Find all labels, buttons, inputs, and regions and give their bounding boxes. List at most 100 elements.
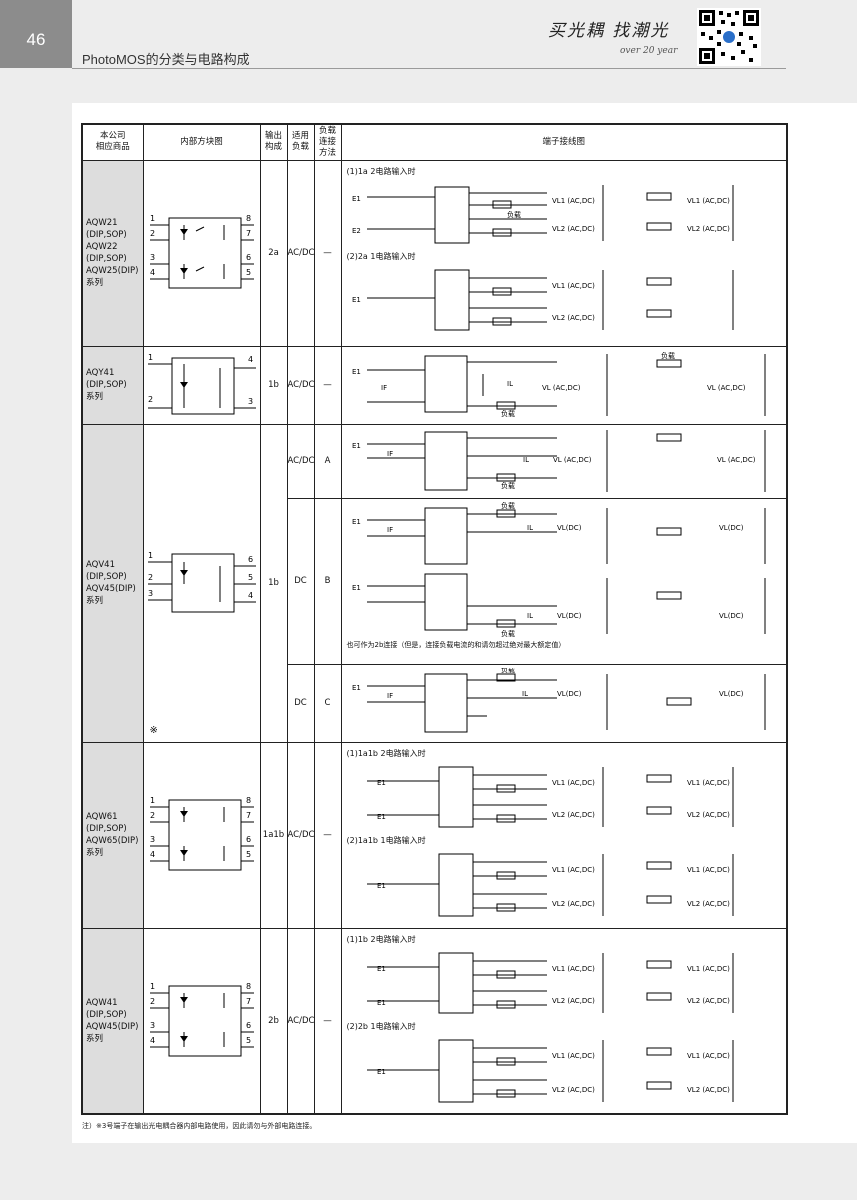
load-cell: DC [286,497,315,665]
header-wiring: 端子接线图 [340,123,788,161]
svg-text:2: 2 [148,573,153,582]
vl-label-2: VL (AC,DC) [707,384,746,392]
il-label: IL [523,456,529,464]
output-cell: 1b [259,345,288,425]
vl2-label: VL2 (AC,DC) [552,811,595,819]
svg-text:8: 8 [246,982,251,991]
wiring-diagram: E1 E1 VL1 (AC,DC) VL2 (AC,DC) VL1 (AC,DC… [366,952,733,1013]
page-number-box: 46 [0,0,72,68]
product-cell: AQW61 (DIP,SOP) AQW65(DIP) 系列 [81,741,144,929]
e1-label: E1 [377,965,386,973]
brand-slogan-sub: over 20 year [620,46,678,56]
wiring-diagram: E1 IF IL VL (AC,DC) 负载 VL (AC,DC) [352,429,765,492]
load-label: 负载 [501,668,515,674]
method-cell: A [313,423,342,499]
vl-dc-label: VL(DC) [557,524,582,532]
vl1-label-3: VL1 (AC,DC) [552,1052,595,1060]
load-label-2: 负载 [501,629,515,638]
e1-label-b: E1 [377,813,386,821]
svg-text:7: 7 [246,997,251,1006]
vl1-label: VL1 (AC,DC) [552,965,595,973]
page-title: PhotoMOS的分类与电路构成 [82,52,250,67]
svg-text:8: 8 [246,214,251,223]
load-cell: DC [286,663,315,743]
wiring-subtitle-2: (2)1a1b 1电路输入时 [346,835,426,845]
il-label: IL [522,690,528,698]
vl1-label: VL1 (AC,DC) [552,197,595,205]
wiring-diagram-2: E1 IL VL(DC) 负载 VL(DC) [352,573,765,638]
load-cell: AC/DC [286,159,315,347]
e1-label: E1 [352,368,361,376]
svg-text:4: 4 [150,1036,155,1045]
vl2-label-2: VL2 (AC,DC) [687,225,730,233]
wiring-cell: (1)1a1b 2电路输入时 E1 E1 VL1 (AC,DC) VL2 (AC… [340,741,788,929]
il-label: IL [527,524,533,532]
vl2-label-2: VL2 (AC,DC) [687,997,730,1005]
svg-text:1: 1 [148,551,153,560]
load-label: 负载 [501,409,515,418]
header-method: 负载 连接 方法 [313,123,342,161]
svg-text:2: 2 [150,229,155,238]
load-cell: AC/DC [286,927,315,1115]
vl-dc-label: VL(DC) [557,690,582,698]
svg-text:8: 8 [246,796,251,805]
output-cell: 1b [259,423,288,743]
e1-label: E1 [352,442,361,450]
svg-text:6: 6 [246,1021,251,1030]
vl1-label-4: VL1 (AC,DC) [687,1052,730,1060]
method-cell: B [313,497,342,665]
wiring-diagram: E1 E1 VL1 (AC,DC) VL2 (AC,DC) VL1 (AC,DC… [366,766,733,827]
vl-dc-label-4: VL(DC) [719,612,744,620]
product-cell: AQV41 (DIP,SOP) AQV45(DIP) 系列 [81,423,144,743]
product-cell: AQY41 (DIP,SOP) 系列 [81,345,144,425]
e1-label-b: E1 [377,999,386,1007]
brand-slogan: 买光耦 找潮光 [548,21,670,41]
e1-label-2: E1 [377,882,386,890]
wiring-subtitle-2: (2)2b 1电路输入时 [346,1021,416,1031]
vl1-label-4: VL1 (AC,DC) [687,866,730,874]
header-divider [72,68,786,69]
vl-label-2: VL (AC,DC) [717,456,756,464]
il-label-2: IL [527,612,533,620]
header-load: 适用 负载 [286,123,315,161]
output-cell: 2b [259,927,288,1115]
wiring-cell: (1)1b 2电路输入时 E1 E1 VL1 (AC,DC) VL2 (AC,D… [340,927,788,1115]
svg-text:2: 2 [150,997,155,1006]
connection-note: 也可作为2b连接（但是，连接负载电流的和请勿超过绝对最大额定值） [346,640,566,649]
wiring-diagram: E1 IF IL VL (AC,DC) 负载 VL (AC,DC) 负载 [352,351,765,418]
e1-label-2: E1 [352,296,361,304]
product-name: AQY41 (DIP,SOP) 系列 [86,368,127,402]
load-label: 负载 [507,210,521,219]
wiring-diagram: E1 IF IL VL(DC) 负载 VL(DC) [352,502,765,564]
load-label: 负载 [501,502,515,510]
wiring-cell: E1 IF IL VL (AC,DC) 负载 VL (AC,DC) 负载 [340,345,788,425]
svg-text:1: 1 [148,353,153,362]
product-name: AQV41 (DIP,SOP) AQV45(DIP) 系列 [86,560,136,606]
wiring-cell: E1 IF IL VL (AC,DC) 负载 VL (AC,DC) [340,423,788,499]
product-name: AQW61 (DIP,SOP) AQW65(DIP) 系列 [86,812,139,858]
svg-text:3: 3 [148,589,153,598]
output-cell: 1a1b [259,741,288,929]
load-cell: AC/DC [286,423,315,499]
svg-text:4: 4 [248,591,253,600]
table-row: AQW21 (DIP,SOP) AQW22 (DIP,SOP) AQW25(DI… [81,159,788,347]
table-row: DC C E1 IF IL VL(DC) 负载 VL(DC) [82,663,788,743]
if-label: IF [387,526,393,534]
vl2-label-3: VL2 (AC,DC) [552,900,595,908]
note-mark: ※ [149,724,158,736]
wiring-diagram: E1 E2 负载 VL1 (AC,DC) VL2 (AC,DC) VL1 (AC… [352,184,733,243]
wiring-subtitle-2: (2)2a 1电路输入时 [346,251,416,261]
wiring-cell: (1)1a 2电路输入时 E1 E2 负载 VL1 (AC,DC) VL2 (A… [340,159,788,347]
svg-text:4: 4 [150,850,155,859]
svg-text:1: 1 [150,214,155,223]
qr-code-icon [697,8,761,66]
load-label-2: 负载 [661,351,675,360]
header-product: 本公司 相应商品 [81,123,144,161]
load-label: 负载 [501,481,515,490]
